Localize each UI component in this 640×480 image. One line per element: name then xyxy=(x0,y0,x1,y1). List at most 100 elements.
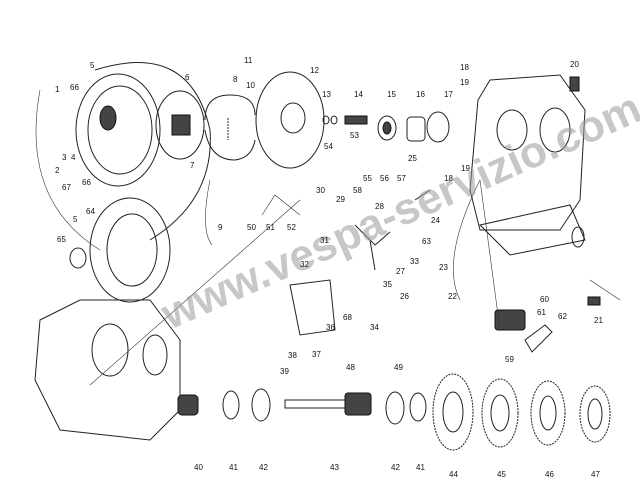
gasket-17 xyxy=(426,111,450,143)
part-label-61: 61 xyxy=(537,308,546,317)
shaft-part-14 xyxy=(344,115,368,125)
part-label-19: 19 xyxy=(461,164,470,173)
part-label-11: 11 xyxy=(244,56,253,65)
gear-46 xyxy=(530,380,566,446)
part-label-4: 4 xyxy=(71,153,76,162)
part-label-21: 21 xyxy=(594,316,603,325)
part-label-25: 25 xyxy=(408,154,417,163)
part-label-50: 50 xyxy=(247,223,256,232)
stator-plate xyxy=(89,197,171,303)
crankcase-arm xyxy=(479,204,586,256)
part-label-51: 51 xyxy=(266,223,275,232)
part-21 xyxy=(587,296,601,306)
part-label-15: 15 xyxy=(387,90,396,99)
part-label-5: 5 xyxy=(90,61,95,70)
part-label-55: 55 xyxy=(363,174,372,183)
part-label-23: 23 xyxy=(439,263,448,272)
part-label-54: 54 xyxy=(324,142,333,151)
part-label-16: 16 xyxy=(416,90,425,99)
part-label-48: 48 xyxy=(346,363,355,372)
part-label-62: 62 xyxy=(558,312,567,321)
part-label-53: 53 xyxy=(350,131,359,140)
flywheel-inner xyxy=(87,85,153,175)
part-label-67: 67 xyxy=(62,183,71,192)
part-label-19: 19 xyxy=(460,78,469,87)
plug-20 xyxy=(569,76,580,92)
part-label-18: 18 xyxy=(444,174,453,183)
part-label-32: 32 xyxy=(300,260,309,269)
part-label-42: 42 xyxy=(259,463,268,472)
brake-shoes xyxy=(204,94,256,161)
part-label-8: 8 xyxy=(233,75,238,84)
part-label-6: 6 xyxy=(185,73,190,82)
part-label-45: 45 xyxy=(497,470,506,479)
part-label-41: 41 xyxy=(229,463,238,472)
part-label-13: 13 xyxy=(322,90,331,99)
crankcase-right xyxy=(469,74,586,231)
part-label-7: 7 xyxy=(190,161,195,170)
part-label-36: 36 xyxy=(326,323,335,332)
part-label-29: 29 xyxy=(336,195,345,204)
part-label-30: 30 xyxy=(316,186,325,195)
part-label-17: 17 xyxy=(444,90,453,99)
part-label-38: 38 xyxy=(288,351,297,360)
part-label-26: 26 xyxy=(400,292,409,301)
part-label-58: 58 xyxy=(353,186,362,195)
flywheel-hub xyxy=(99,105,117,131)
part-label-64: 64 xyxy=(86,207,95,216)
part-label-18: 18 xyxy=(460,63,469,72)
selector-fork xyxy=(354,224,391,271)
cover-plate-37 xyxy=(289,279,336,336)
crankcase-left xyxy=(34,299,181,441)
part-label-2: 2 xyxy=(55,166,60,175)
pin-24 xyxy=(414,189,431,201)
gear-47 xyxy=(579,385,611,443)
part-label-3: 3 xyxy=(62,153,67,162)
watermark: www.vespa-servizio.com xyxy=(153,83,640,339)
flywheel-cover-arc xyxy=(94,62,211,241)
part-61 xyxy=(494,309,526,331)
part-label-46: 46 xyxy=(545,470,554,479)
part-label-63: 63 xyxy=(422,237,431,246)
part-label-31: 31 xyxy=(320,236,329,245)
part-label-1: 1 xyxy=(55,85,60,94)
sleeve-40 xyxy=(177,394,199,416)
part-label-28: 28 xyxy=(375,202,384,211)
part-label-47: 47 xyxy=(591,470,600,479)
part-label-66: 66 xyxy=(82,178,91,187)
part-label-24: 24 xyxy=(431,216,440,225)
part-label-44: 44 xyxy=(449,470,458,479)
brake-drum-hub xyxy=(280,102,306,134)
part-label-20: 20 xyxy=(570,60,579,69)
brake-drum xyxy=(255,71,325,169)
part-label-27: 27 xyxy=(396,267,405,276)
parts-drawing xyxy=(34,62,621,451)
part-label-34: 34 xyxy=(370,323,379,332)
part-label-59: 59 xyxy=(505,355,514,364)
part-label-57: 57 xyxy=(397,174,406,183)
part-label-33: 33 xyxy=(410,257,419,266)
part-label-12: 12 xyxy=(310,66,319,75)
part-label-68: 68 xyxy=(343,313,352,322)
part-label-10: 10 xyxy=(246,81,255,90)
part-label-52: 52 xyxy=(287,223,296,232)
flywheel xyxy=(75,73,161,187)
hub-center xyxy=(171,114,191,136)
part-label-41: 41 xyxy=(416,463,425,472)
bearing xyxy=(406,116,426,142)
gear-44 xyxy=(432,373,474,451)
part-label-35: 35 xyxy=(383,280,392,289)
part-label-56: 56 xyxy=(380,174,389,183)
part-label-60: 60 xyxy=(540,295,549,304)
part-label-66: 66 xyxy=(70,83,79,92)
part-label-43: 43 xyxy=(330,463,339,472)
part-label-42: 42 xyxy=(391,463,400,472)
part-label-9: 9 xyxy=(218,223,223,232)
part-label-22: 22 xyxy=(448,292,457,301)
part-label-14: 14 xyxy=(354,90,363,99)
part-label-37: 37 xyxy=(312,350,321,359)
oil-seal-65 xyxy=(69,247,87,269)
